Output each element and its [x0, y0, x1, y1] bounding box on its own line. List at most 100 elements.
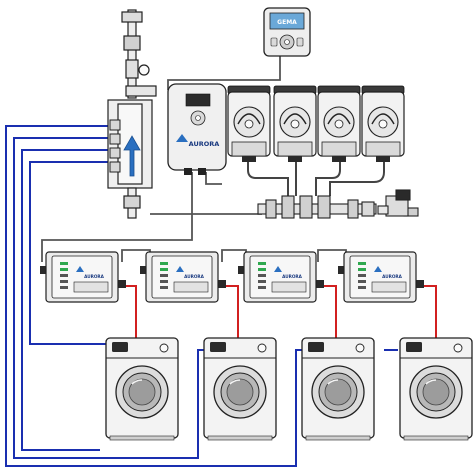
- pump-4: [361, 85, 405, 162]
- status-led: [60, 286, 68, 289]
- main-unit-keypad-center[interactable]: [195, 115, 201, 121]
- signal-line-washer-4: [5, 125, 304, 467]
- controller-left-gland: [140, 266, 150, 274]
- display-dpad-center[interactable]: [284, 39, 290, 45]
- status-led: [60, 262, 68, 265]
- solenoid-coil: [395, 189, 411, 201]
- pump-rotor: [244, 119, 254, 129]
- washer-display: [308, 342, 324, 352]
- inlet-valve-mid: [123, 35, 141, 51]
- pump-tube-loop: [237, 113, 261, 125]
- manifold-solenoids: [109, 119, 121, 173]
- solenoid-1: [109, 119, 121, 131]
- washer-dial-icon[interactable]: [453, 343, 463, 353]
- status-led: [160, 268, 168, 271]
- washer-glass-highlight: [229, 379, 241, 385]
- status-led: [60, 274, 68, 277]
- washer-display: [210, 342, 226, 352]
- washer-drum: [422, 378, 450, 406]
- pump-outlet-fitting: [288, 156, 302, 162]
- controller-left-gland: [238, 266, 248, 274]
- aurora-logo-icon: [176, 134, 188, 142]
- pump-base-plate: [321, 141, 357, 157]
- pump-outlet-fitting: [376, 156, 390, 162]
- aurora-main-unit: AURORA: [167, 83, 227, 175]
- pump-rotor: [378, 119, 388, 129]
- manifold-valve-2: [281, 195, 295, 219]
- status-led: [358, 262, 366, 265]
- status-led: [358, 268, 366, 271]
- status-led: [258, 280, 266, 283]
- solenoid-4: [109, 161, 121, 173]
- main-unit-gland-2: [198, 168, 206, 175]
- controller-left-gland: [338, 266, 348, 274]
- signal-line-washer-1: [29, 161, 112, 345]
- manifold-valve-6: [361, 201, 375, 217]
- pump-tube-loop: [283, 113, 307, 125]
- controller-right-gland: [314, 280, 324, 288]
- cable-unit-to-bus: [41, 172, 193, 262]
- signal-line-washer-3: [13, 137, 206, 459]
- pump-2: [273, 85, 317, 162]
- status-led: [60, 268, 68, 271]
- inlet-valve-top: [121, 11, 143, 23]
- washing-machine-2: [203, 337, 277, 441]
- peristaltic-pumps: [227, 85, 405, 162]
- washer-drum: [226, 378, 254, 406]
- status-led: [258, 286, 266, 289]
- status-led: [258, 268, 266, 271]
- washing-machine-4: [399, 337, 473, 441]
- display-screen: [269, 12, 305, 30]
- controller-right-gland: [216, 280, 226, 288]
- washer-display: [112, 342, 128, 352]
- chemical-manifold: [257, 195, 419, 219]
- controller-label-plate: [371, 281, 407, 293]
- main-unit-housing: [167, 83, 227, 171]
- inlet-pipe-top: [127, 9, 137, 99]
- pump-3: [317, 85, 361, 162]
- main-unit-screen: [185, 93, 211, 107]
- status-led: [160, 262, 168, 265]
- washing-machine-1: [105, 337, 179, 441]
- status-led: [60, 280, 68, 283]
- aurora-logo-icon: [374, 266, 382, 272]
- washer-glass-highlight: [327, 379, 339, 385]
- washer-glass-highlight: [425, 379, 437, 385]
- outlet-valve: [123, 195, 141, 209]
- manifold-bar: [257, 203, 377, 215]
- pump-base-plate: [277, 141, 313, 157]
- controller-brand: AURORA: [382, 274, 403, 279]
- washer-dial-icon[interactable]: [355, 343, 365, 353]
- controller-brand: AURORA: [282, 274, 303, 279]
- main-unit-gland-1: [184, 168, 192, 175]
- gema-controller-display[interactable]: GEMA: [263, 7, 311, 57]
- display-brand: GEMA: [277, 19, 297, 26]
- inlet-gauge: [138, 64, 150, 76]
- solenoid-3: [109, 147, 121, 159]
- flush-solenoid: [377, 189, 411, 217]
- manifold-valve-4: [317, 195, 331, 219]
- wash-controller-2: AURORA: [140, 251, 226, 303]
- status-led: [358, 274, 366, 277]
- display-button-left[interactable]: [270, 37, 278, 47]
- solenoid-base: [377, 205, 389, 215]
- washer-dial-icon[interactable]: [257, 343, 267, 353]
- washer-dial-icon[interactable]: [159, 343, 169, 353]
- status-led: [358, 286, 366, 289]
- trigger-lines: [126, 285, 437, 344]
- pump-outlet-fitting: [332, 156, 346, 162]
- trigger-line-4: [424, 285, 437, 344]
- pump-base-plate: [365, 141, 401, 157]
- hose-pump-1: [247, 160, 289, 196]
- status-led: [160, 274, 168, 277]
- controller-right-gland: [116, 280, 126, 288]
- pump-rotor: [290, 119, 300, 129]
- controller-label-plate: [271, 281, 307, 293]
- washer-base: [109, 435, 175, 441]
- display-button-right[interactable]: [296, 37, 304, 47]
- trigger-line-3: [324, 285, 337, 344]
- wash-controller-4: AURORA: [338, 251, 424, 303]
- washer-display: [406, 342, 422, 352]
- pump-rotor: [334, 119, 344, 129]
